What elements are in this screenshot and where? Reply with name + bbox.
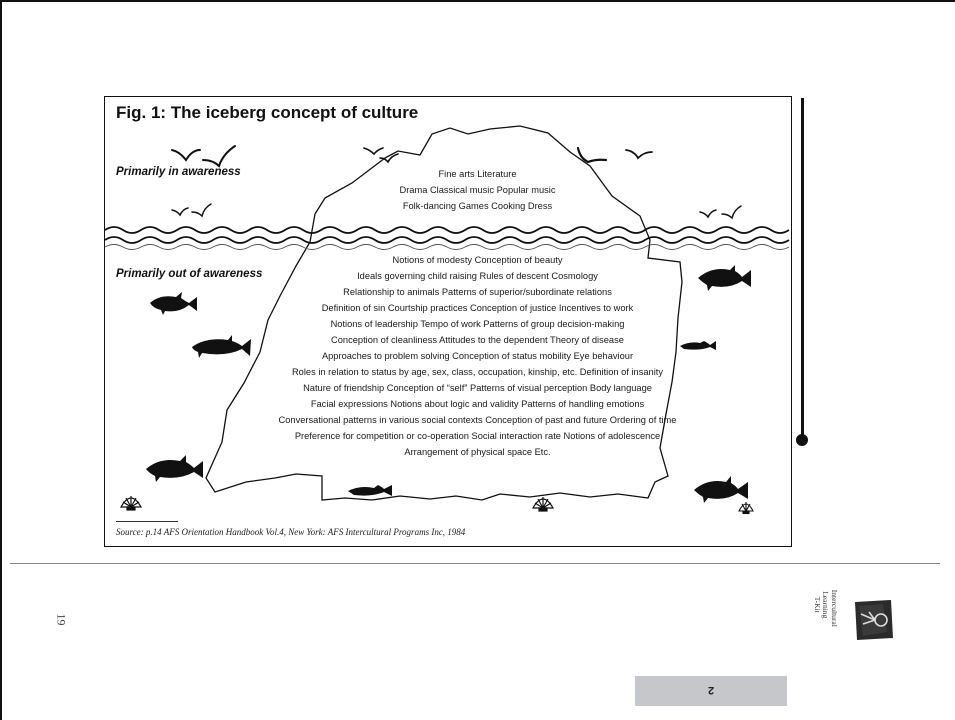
culture-line-hidden: Facial expressions Notions about logic a… <box>310 399 645 409</box>
culture-line-hidden: Approaches to problem solving Conception… <box>321 351 634 361</box>
chapter-tab-label: 2 <box>707 684 715 696</box>
bird-icon <box>699 209 717 219</box>
fish-icon <box>146 455 203 482</box>
culture-line-hidden: Nature of friendship Conception of “self… <box>303 383 652 393</box>
culture-line-hidden: Preference for competition or co-operati… <box>294 431 661 441</box>
source-rule <box>116 521 178 522</box>
culture-line-hidden: Definition of sin Courtship practices Co… <box>321 303 634 313</box>
fish-icon <box>192 335 251 358</box>
bird-icon <box>171 207 189 217</box>
waterline-wave <box>104 236 790 244</box>
iceberg-outline <box>205 125 683 501</box>
fish-icon <box>348 485 392 496</box>
page-number: 19 <box>54 613 69 626</box>
tkit-logo-icon <box>855 600 893 640</box>
chapter-tab: 2 <box>635 676 787 706</box>
shell-icon <box>531 497 555 512</box>
waterline-wave <box>104 244 790 250</box>
shell-icon <box>738 502 754 515</box>
bird-icon <box>379 153 399 164</box>
page-divider <box>10 563 940 564</box>
culture-line-visible: Fine arts Literature <box>438 169 517 179</box>
culture-line-visible: Folk-dancing Games Cooking Dress <box>402 201 553 211</box>
bird-icon <box>191 203 212 218</box>
culture-line-hidden: Conversational patterns in various socia… <box>278 415 677 425</box>
fish-icon <box>150 292 197 315</box>
bird-icon <box>625 149 653 160</box>
bird-icon <box>171 149 201 162</box>
figure-source: Source: p.14 AFS Orientation Handbook Vo… <box>116 527 466 537</box>
culture-line-hidden: Ideals governing child raising Rules of … <box>357 271 598 281</box>
margin-dot <box>796 434 808 446</box>
culture-line-hidden: Roles in relation to status by age, sex,… <box>291 367 664 377</box>
shell-icon <box>119 496 143 511</box>
culture-line-hidden: Conception of cleanliness Attitudes to t… <box>331 335 624 345</box>
figure-title: Fig. 1: The iceberg concept of culture <box>116 103 419 122</box>
culture-line-hidden: Notions of leadership Tempo of work Patt… <box>330 319 625 329</box>
series-title: Intercultural Learning T-Kit <box>812 589 839 627</box>
bird-icon <box>202 145 236 168</box>
bird-icon <box>721 205 742 220</box>
bird-icon <box>363 147 384 156</box>
fish-icon <box>694 476 748 503</box>
culture-line-hidden: Notions of modesty Conception of beauty <box>392 255 563 265</box>
awareness-label: Primarily in awareness <box>116 166 241 178</box>
fish-icon <box>680 341 716 350</box>
culture-line-hidden: Arrangement of physical space Etc. <box>404 447 551 457</box>
margin-line <box>801 98 804 440</box>
figure-frame <box>104 96 792 547</box>
culture-line-hidden: Relationship to animals Patterns of supe… <box>343 287 612 297</box>
waterline-wave <box>104 226 790 234</box>
fish-icon <box>698 265 751 291</box>
out-of-awareness-label: Primarily out of awareness <box>116 268 263 280</box>
culture-line-visible: Drama Classical music Popular music <box>399 185 556 195</box>
bird-icon <box>576 146 608 164</box>
